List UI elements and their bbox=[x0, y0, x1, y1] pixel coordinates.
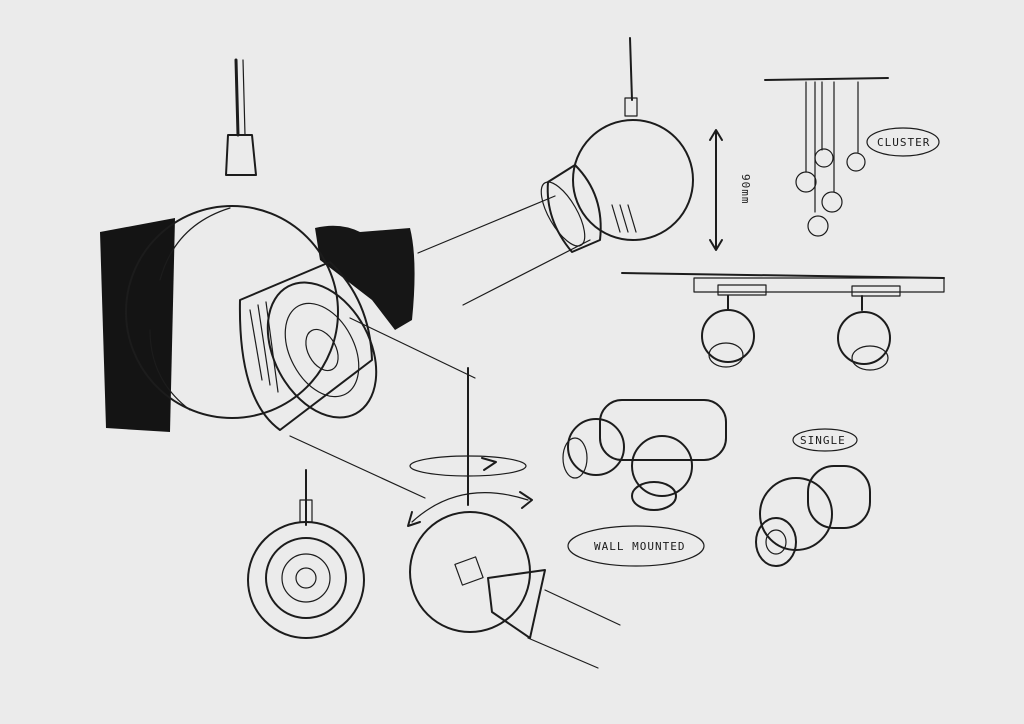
rotation-collar bbox=[487, 569, 546, 639]
projection-line bbox=[417, 195, 556, 254]
track-rail bbox=[693, 277, 945, 293]
wall-spot-lower bbox=[631, 435, 693, 497]
track-sketch bbox=[621, 272, 945, 371]
pendant-lens-rim bbox=[266, 281, 378, 419]
single-base bbox=[807, 465, 871, 529]
cluster-globe bbox=[795, 171, 817, 193]
cluster-ceiling bbox=[764, 77, 889, 81]
marker-backdrop bbox=[100, 218, 175, 432]
pendant-cord bbox=[234, 58, 240, 137]
front-view-sketch bbox=[247, 469, 365, 639]
detail-cord bbox=[629, 37, 633, 101]
pendant-collar bbox=[238, 261, 373, 431]
wall-spot-upper bbox=[567, 418, 625, 476]
pendant-socket bbox=[225, 134, 257, 176]
detail-pendant-sketch bbox=[540, 37, 694, 253]
front-lens bbox=[281, 553, 331, 603]
pendant-globe bbox=[125, 205, 339, 419]
detail-collar bbox=[546, 164, 602, 253]
wall-mounted-label: WALL MOUNTED bbox=[594, 540, 685, 553]
rotation-globe bbox=[409, 511, 531, 633]
rotation-arrow-horizontal bbox=[409, 455, 527, 477]
cluster-sketch: CLUSTER bbox=[764, 77, 940, 237]
rotation-arrow-tilt bbox=[411, 492, 529, 523]
wall-label-bubble bbox=[567, 525, 705, 567]
single-label-bubble bbox=[792, 428, 858, 452]
track-spot-right bbox=[837, 311, 891, 365]
dimension-marker: 90mm bbox=[709, 129, 752, 251]
detail-globe bbox=[572, 119, 694, 241]
front-globe bbox=[247, 521, 365, 639]
single-sketch: SINGLE bbox=[755, 428, 871, 567]
dimension-label: 90mm bbox=[739, 174, 752, 205]
rotation-pivot bbox=[454, 556, 484, 586]
pendant-lens bbox=[305, 328, 339, 372]
cluster-label-bubble bbox=[866, 127, 940, 157]
single-label: SINGLE bbox=[800, 434, 846, 447]
rotation-detail-sketch bbox=[407, 367, 621, 669]
wall-mounted-sketch: WALL MOUNTED bbox=[562, 399, 727, 567]
marker-backdrop-right bbox=[315, 225, 415, 330]
main-pendant-sketch bbox=[100, 58, 591, 499]
wall-plate bbox=[599, 399, 727, 461]
single-globe bbox=[759, 477, 833, 551]
track-ceiling bbox=[621, 272, 945, 279]
track-spot-left bbox=[701, 309, 755, 363]
cluster-label: CLUSTER bbox=[877, 136, 930, 149]
